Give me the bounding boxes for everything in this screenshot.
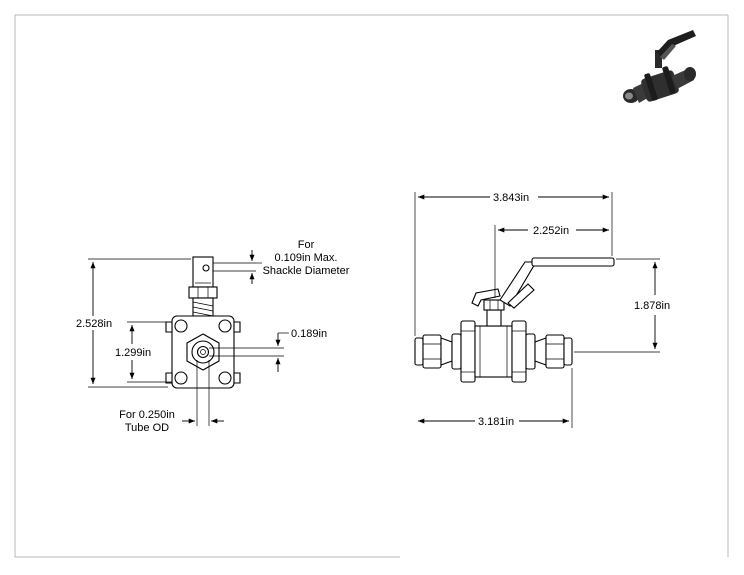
side-dimensions: 3.843in 2.252in 1.878in 3.181in xyxy=(414,192,670,428)
dim-port-offset-label: 0.189in xyxy=(291,328,327,340)
dim-height-label: 2.528in xyxy=(76,318,112,330)
front-dimensions: 2.528in 1.299in For 0.109in Max. Shackle… xyxy=(76,239,350,434)
tube-note-line1: For 0.250in xyxy=(119,409,175,421)
shackle-note-line1: For xyxy=(298,239,315,251)
valve-isometric-render xyxy=(623,30,696,103)
dim-bolt-spacing-label: 1.299in xyxy=(115,347,151,359)
shackle-note-line2: 0.109in Max. xyxy=(275,252,338,264)
dim-handle-height-label: 1.878in xyxy=(634,300,670,312)
side-view xyxy=(414,257,615,383)
sheet-frame xyxy=(14,14,729,558)
tube-note-line2: Tube OD xyxy=(125,422,169,434)
dim-body-length-label: 3.181in xyxy=(478,416,514,428)
dim-overall-handle-label: 3.843in xyxy=(493,192,529,204)
dim-handle-length-label: 2.252in xyxy=(533,225,569,237)
front-view xyxy=(165,256,241,389)
shackle-note-line3: Shackle Diameter xyxy=(263,265,350,277)
